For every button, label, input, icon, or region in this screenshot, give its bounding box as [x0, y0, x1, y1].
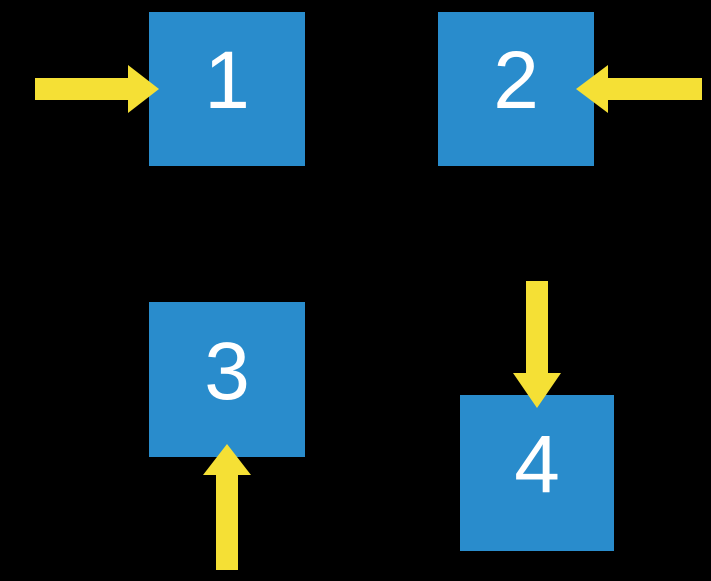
square-4-label: 4 — [514, 419, 560, 510]
square-2-label: 2 — [493, 35, 539, 126]
arrow-right-icon — [35, 65, 159, 113]
square-1-label: 1 — [204, 35, 250, 126]
square-3: 3 — [149, 302, 305, 457]
arrow-up-icon — [203, 444, 251, 570]
square-3-label: 3 — [204, 325, 250, 417]
square-4: 4 — [460, 395, 614, 551]
square-2: 2 — [438, 12, 594, 166]
arrow-left-icon — [576, 65, 702, 113]
square-1: 1 — [149, 12, 305, 166]
arrow-down-icon — [513, 281, 561, 408]
